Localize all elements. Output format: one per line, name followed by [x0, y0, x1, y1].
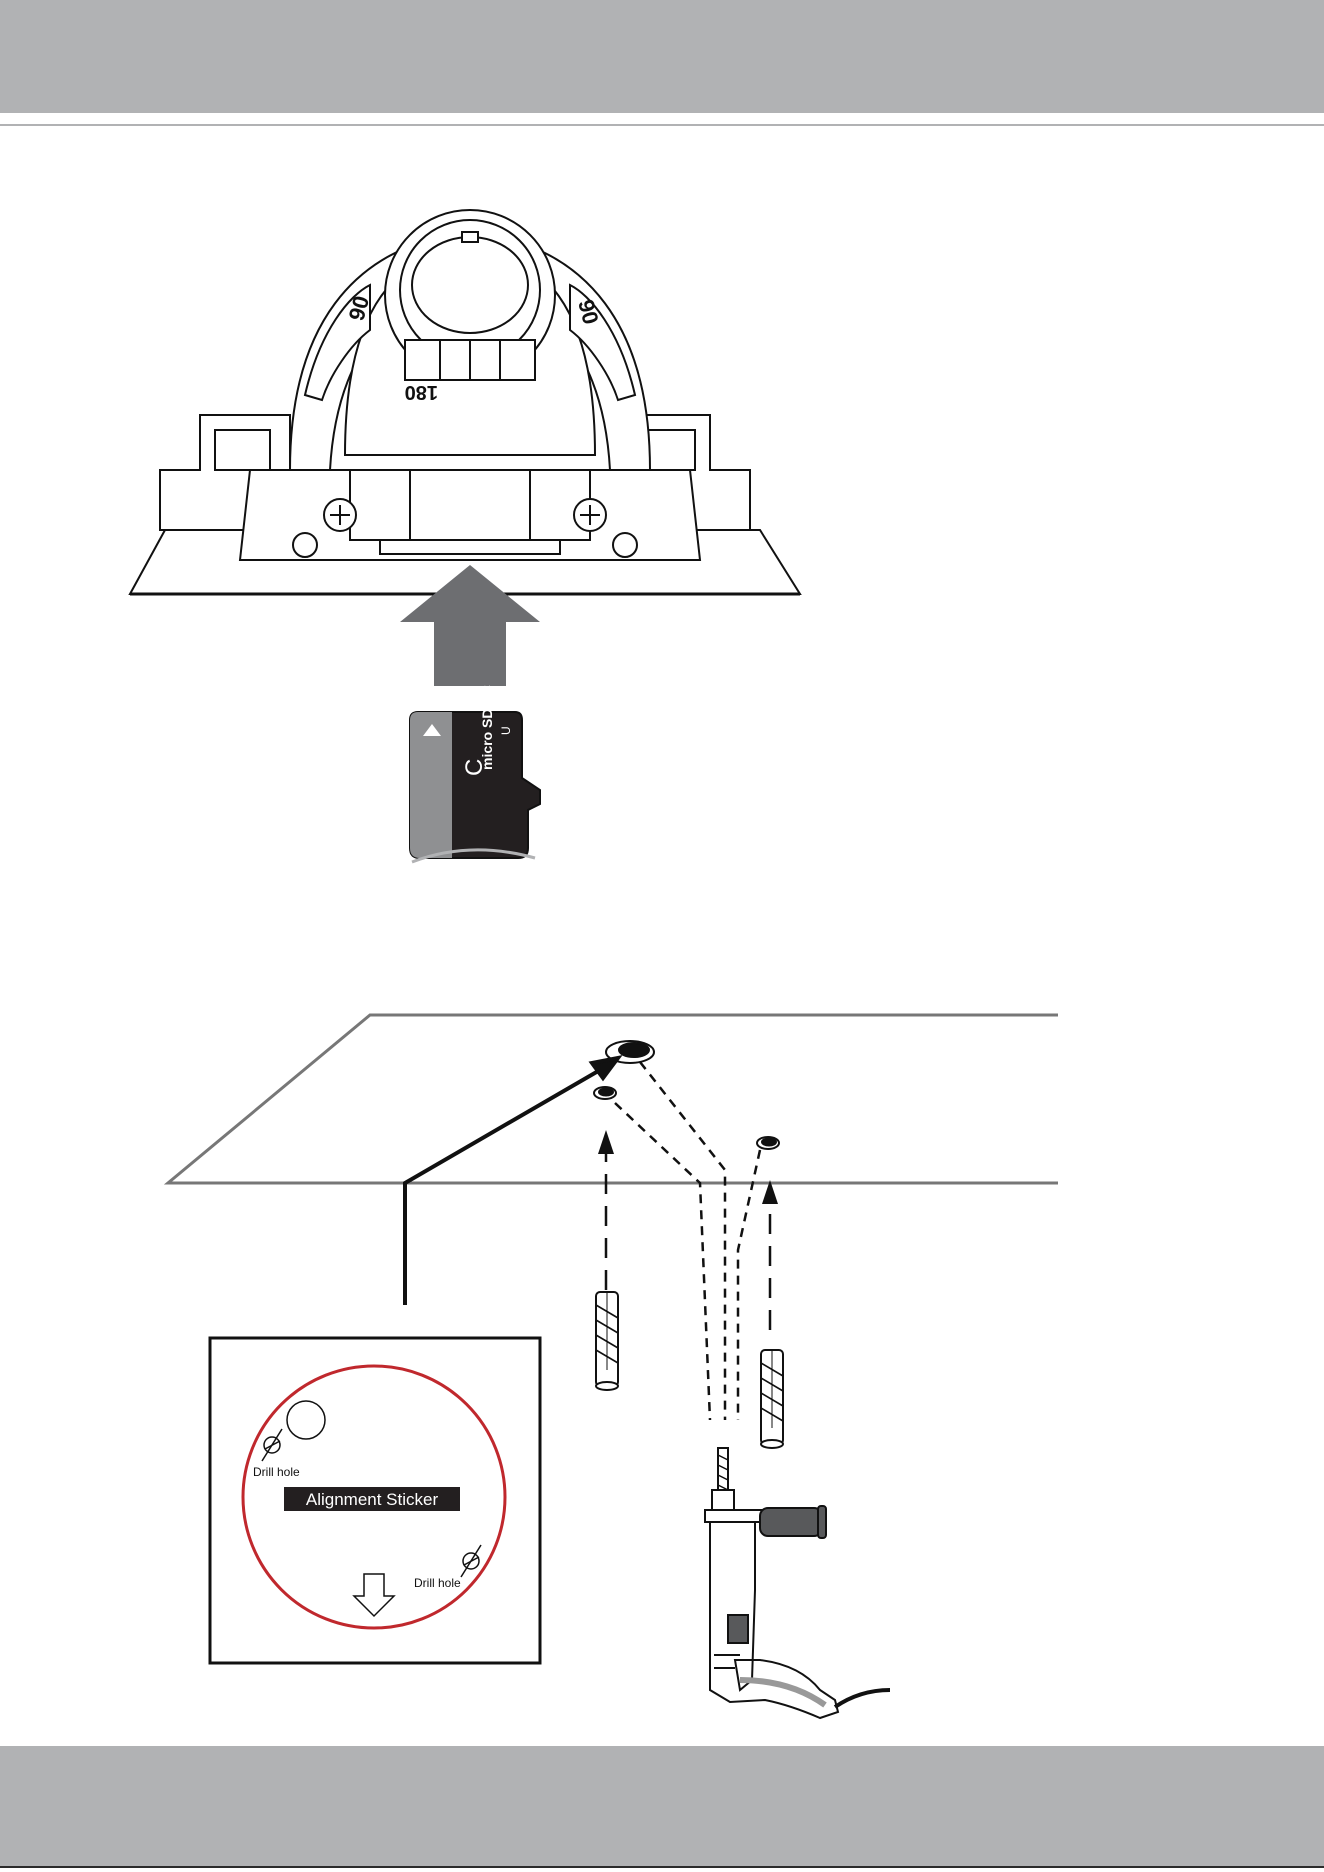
alignment-sticker: Drill hole Alignment Sticker Drill hole: [210, 1338, 540, 1663]
drill-hole-label-1: Drill hole: [253, 1465, 300, 1479]
dome-camera: 90 90 180: [130, 210, 800, 594]
microsd-card: C micro SD XC U: [410, 685, 540, 862]
power-drill: [705, 1448, 890, 1718]
wall-anchor-right: [761, 1350, 783, 1448]
page-footer-band: [0, 1746, 1324, 1866]
tilt-label-bottom: 180: [405, 381, 438, 403]
card-logo: micro SD XC: [479, 685, 495, 770]
lens-glass: [412, 237, 528, 333]
ceiling: [168, 1015, 1058, 1183]
drill-cable: [835, 1690, 890, 1707]
ceiling-holes: [594, 1041, 779, 1149]
cable-hole-mark: [287, 1401, 325, 1439]
anchor-guides: [606, 1150, 770, 1330]
drill-guides: [615, 1062, 760, 1420]
ceiling-outline: [168, 1015, 1058, 1183]
drill-side-handle: [760, 1508, 822, 1536]
drill-hole-label-2: Drill hole: [414, 1576, 461, 1590]
drill-chuck: [712, 1490, 734, 1510]
installation-illustration: 90 90 180 C micro SD XC U: [0, 0, 1324, 1746]
footer-rule: [0, 1866, 1324, 1868]
anchor-arrow-left: [598, 1130, 614, 1154]
sticker-title: Alignment Sticker: [306, 1490, 439, 1509]
wall-anchor-left: [596, 1292, 618, 1390]
card-uhs-mark: U: [499, 726, 513, 735]
